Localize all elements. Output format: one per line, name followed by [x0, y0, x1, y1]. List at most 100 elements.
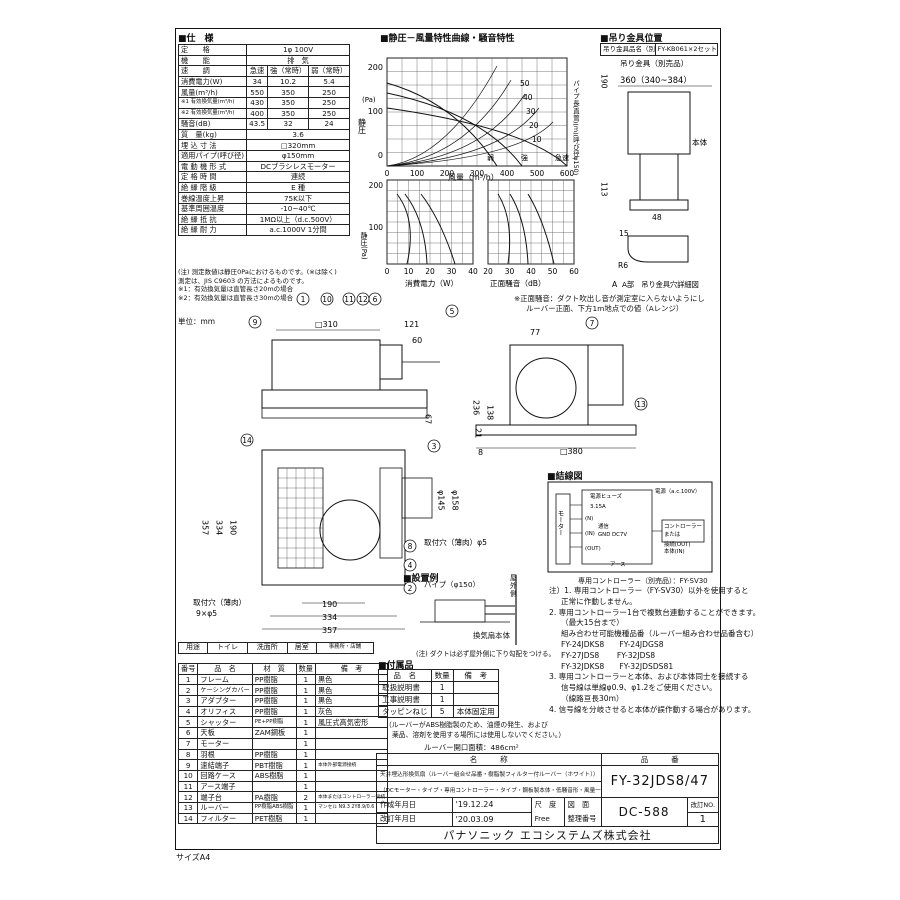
part-qty: 1	[295, 780, 316, 793]
dim-138: 138	[486, 405, 495, 420]
part-material	[251, 737, 297, 750]
parts-header-cell: 番号	[177, 663, 199, 675]
side-louver	[261, 407, 428, 419]
revision-number: 1	[686, 811, 720, 827]
part-name: 速結端子	[197, 759, 253, 771]
hanger-header-right: FY-KB061×2セット	[657, 45, 718, 53]
top-x-tick: 100	[410, 169, 425, 178]
pipe-label: 50	[520, 79, 530, 88]
plan-duct	[401, 477, 433, 519]
part-number: 11	[177, 780, 199, 793]
power-y-tick: 100	[369, 223, 384, 232]
part-qty: 1	[295, 737, 316, 750]
part-qty: 1	[295, 695, 316, 707]
top-yunit: (Pa)	[362, 96, 376, 104]
hanger-label: 吊り金具（別売品）	[620, 58, 688, 68]
product-number: FY-32JDS8/47	[600, 765, 720, 798]
part-number: 2	[177, 684, 199, 697]
note-line: FY-32JDKS8 FY-32JDSDS81	[561, 661, 674, 671]
parts-header-cell: 品 名	[197, 663, 253, 675]
created-date: '19.12.24	[451, 797, 532, 813]
wiring-label: 通信	[598, 522, 609, 530]
dim-334-v: 334	[215, 520, 224, 535]
drawing-frame	[175, 28, 721, 850]
power-xlabel: 消費電力（W）	[405, 278, 458, 288]
callout-number: 11	[344, 295, 354, 304]
callout-number: 6	[373, 295, 378, 304]
part-number: 10	[177, 769, 199, 782]
callout-number: 3	[432, 442, 437, 451]
part-material: PP樹脂	[251, 684, 297, 697]
dim-8: 8	[478, 448, 483, 457]
drawing-label-cell: 図 面整理番号	[563, 797, 602, 827]
noise-curve	[509, 193, 529, 265]
top-x-tick: 600	[560, 169, 575, 178]
usage-cell: 居室	[286, 642, 317, 654]
acc-header-cell: 備 考	[452, 669, 499, 682]
spec-footnote: ※2：有効換気量は直管長さ30mの場合	[178, 293, 294, 302]
drawing-label: 図 面	[567, 800, 590, 809]
callout-circle	[342, 292, 356, 306]
accessories-title: ■付属品	[378, 661, 414, 671]
wiring-label: (N)	[585, 516, 593, 522]
acc-header-cell: 品 名	[378, 669, 432, 682]
power-y-tick: 200	[369, 181, 384, 190]
callout-circle	[248, 315, 262, 329]
callout-circle	[403, 558, 417, 572]
callout-circle	[296, 292, 310, 306]
part-qty: 1	[295, 748, 316, 761]
acc-name: タッピンねじ	[378, 705, 432, 718]
callout-number: 10	[322, 295, 332, 304]
part-name: ケーシングカバー	[197, 684, 253, 697]
acc-name: 取扱説明書	[378, 681, 432, 694]
dim-48: 48	[652, 213, 662, 222]
top-x-tick: 300	[470, 169, 485, 178]
part-name: 天板	[197, 727, 253, 739]
callout-number: 7	[590, 319, 595, 328]
part-number: 13	[177, 801, 199, 814]
created-label: 作成年月日	[376, 797, 453, 813]
top-ylabel: 静圧	[358, 117, 367, 135]
wiring-controller-label: 専用コントローラー（別売品）：FY-SV30	[578, 577, 708, 585]
acc-qty: 1	[430, 681, 454, 694]
accessories-note-1: （ルーバーがABS樹脂製のため、油煙の発生、および	[385, 721, 548, 729]
callout-number: 5	[450, 307, 455, 316]
part-number: 5	[177, 716, 199, 729]
part-name: 羽根	[197, 748, 253, 761]
part-material	[251, 780, 297, 793]
fan-curve	[386, 107, 568, 167]
parts-header: 番号品 名材 質数量備 考	[177, 663, 389, 675]
dim-380: □380	[560, 447, 583, 456]
usage-cell: 洗面所	[246, 642, 288, 654]
noise-x-tick: 30	[505, 267, 515, 276]
dim-horizontal: 357	[322, 626, 337, 635]
install-pipe-label: パイプ（φ150）	[424, 580, 480, 589]
revision-label: 改訂NO.	[686, 797, 720, 813]
wiring-label: または	[664, 531, 681, 538]
part-material: ABS樹脂	[251, 769, 297, 782]
install-body-label: 換気扇本体	[473, 631, 510, 640]
dim-360: 360（340~384）	[620, 75, 692, 85]
wiring-label: (IN)	[585, 531, 595, 537]
note-line: 組み合わせ可能機種品番（ルーバー組み合わせ品番含む）	[561, 629, 759, 639]
dim-121: 121	[404, 320, 419, 329]
dim-67: 67	[424, 414, 433, 424]
paper-size: サイズA4	[176, 853, 211, 862]
spec-footnote: 測定は、JIS C9603 の方法によるものです。	[178, 276, 308, 285]
dim-horizontal: 190	[322, 600, 337, 609]
power-curve	[396, 193, 411, 265]
accessories-note-2: 薬品、溶剤を使用する場所には使用しないでください。）	[392, 731, 566, 739]
hanger-title: ■吊り金具位置	[600, 34, 663, 44]
parts-header-cell: 数量	[295, 663, 316, 675]
part-name: アダプター	[197, 695, 253, 707]
